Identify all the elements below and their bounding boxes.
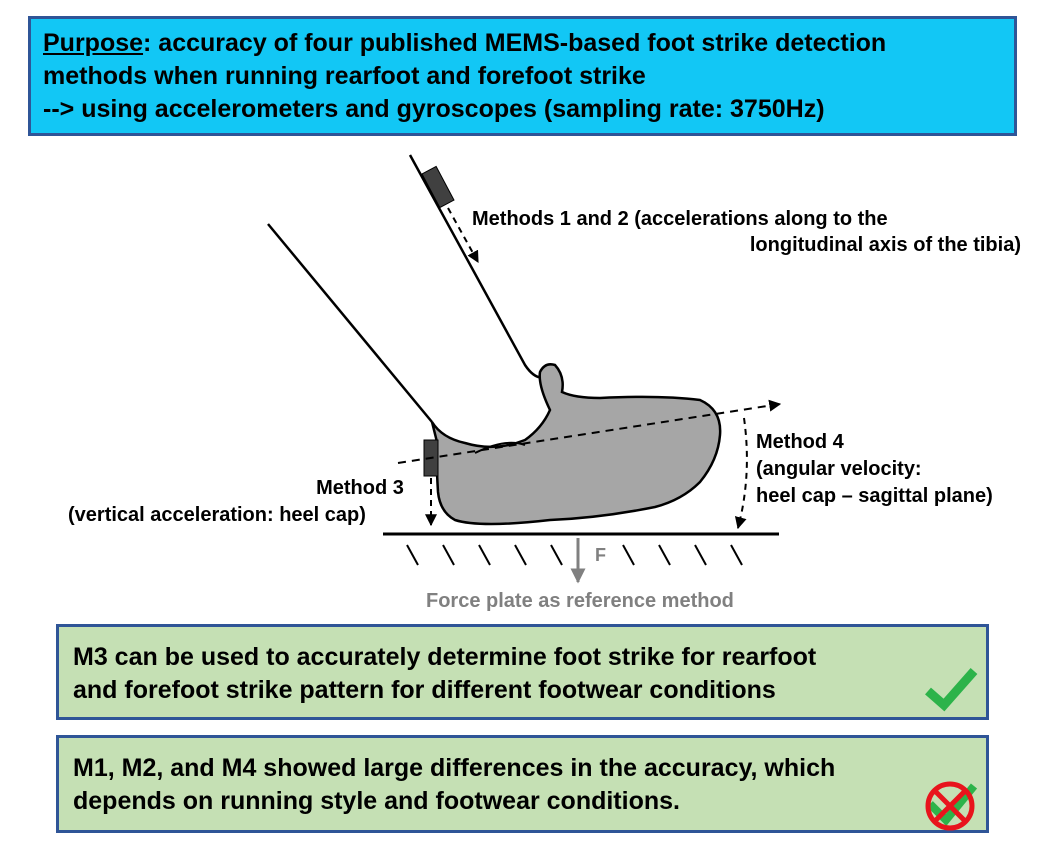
methods-1-2-label-line-2: longitudinal axis of the tibia) [749,234,1021,256]
rotation-arrow [734,417,748,530]
foot-strike-diagram: Methods 1 and 2 (accelerations along to … [0,140,1039,620]
result-m124-line-2: depends on running style and footwear co… [73,787,680,815]
purpose-line-2: methods when running rearfoot and forefo… [43,62,646,90]
method-3-label-line-2: (vertical acceleration: heel cap) [68,504,366,526]
sagittal-axis-arrow [397,399,782,464]
result-box-m124: M1, M2, and M4 showed large differences … [56,735,989,833]
method-4-label-line-1: Method 4 [756,431,844,453]
result-m3-line-2: and forefoot strike pattern for differen… [73,676,776,704]
method-4-label-line-2: (angular velocity: [756,458,922,480]
result-m3-line-1: M3 can be used to accurately determine f… [73,643,817,671]
force-label: F [595,545,606,565]
tibia-sensor [421,165,455,209]
result-m124-line-1: M1, M2, and M4 showed large differences … [73,754,836,782]
crossed-check-icon [925,781,978,831]
calf-back-line [267,223,433,423]
purpose-line-3: --> using accelerometers and gyroscopes … [43,95,825,123]
force-plate-label: Force plate as reference method [426,590,734,612]
foot-shape [430,363,722,526]
purpose-box: Purpose: accuracy of four published MEMS… [28,16,1017,136]
diagram-canvas [267,154,782,584]
purpose-line-1: Purpose: accuracy of four published MEMS… [43,27,1002,60]
instep-curve [474,441,526,454]
ground-hatching [406,544,743,566]
purpose-label: Purpose [43,29,144,57]
result-box-m3: M3 can be used to accurately determine f… [56,624,989,720]
methods-1-2-label-line-1: Methods 1 and 2 (accelerations along to … [472,208,888,230]
purpose-text-1: : accuracy of four published MEMS-based … [143,29,887,57]
check-icon [925,668,978,712]
method-3-label-line-1: Method 3 [316,477,404,499]
method-4-label-line-3: heel cap – sagittal plane) [756,485,993,507]
